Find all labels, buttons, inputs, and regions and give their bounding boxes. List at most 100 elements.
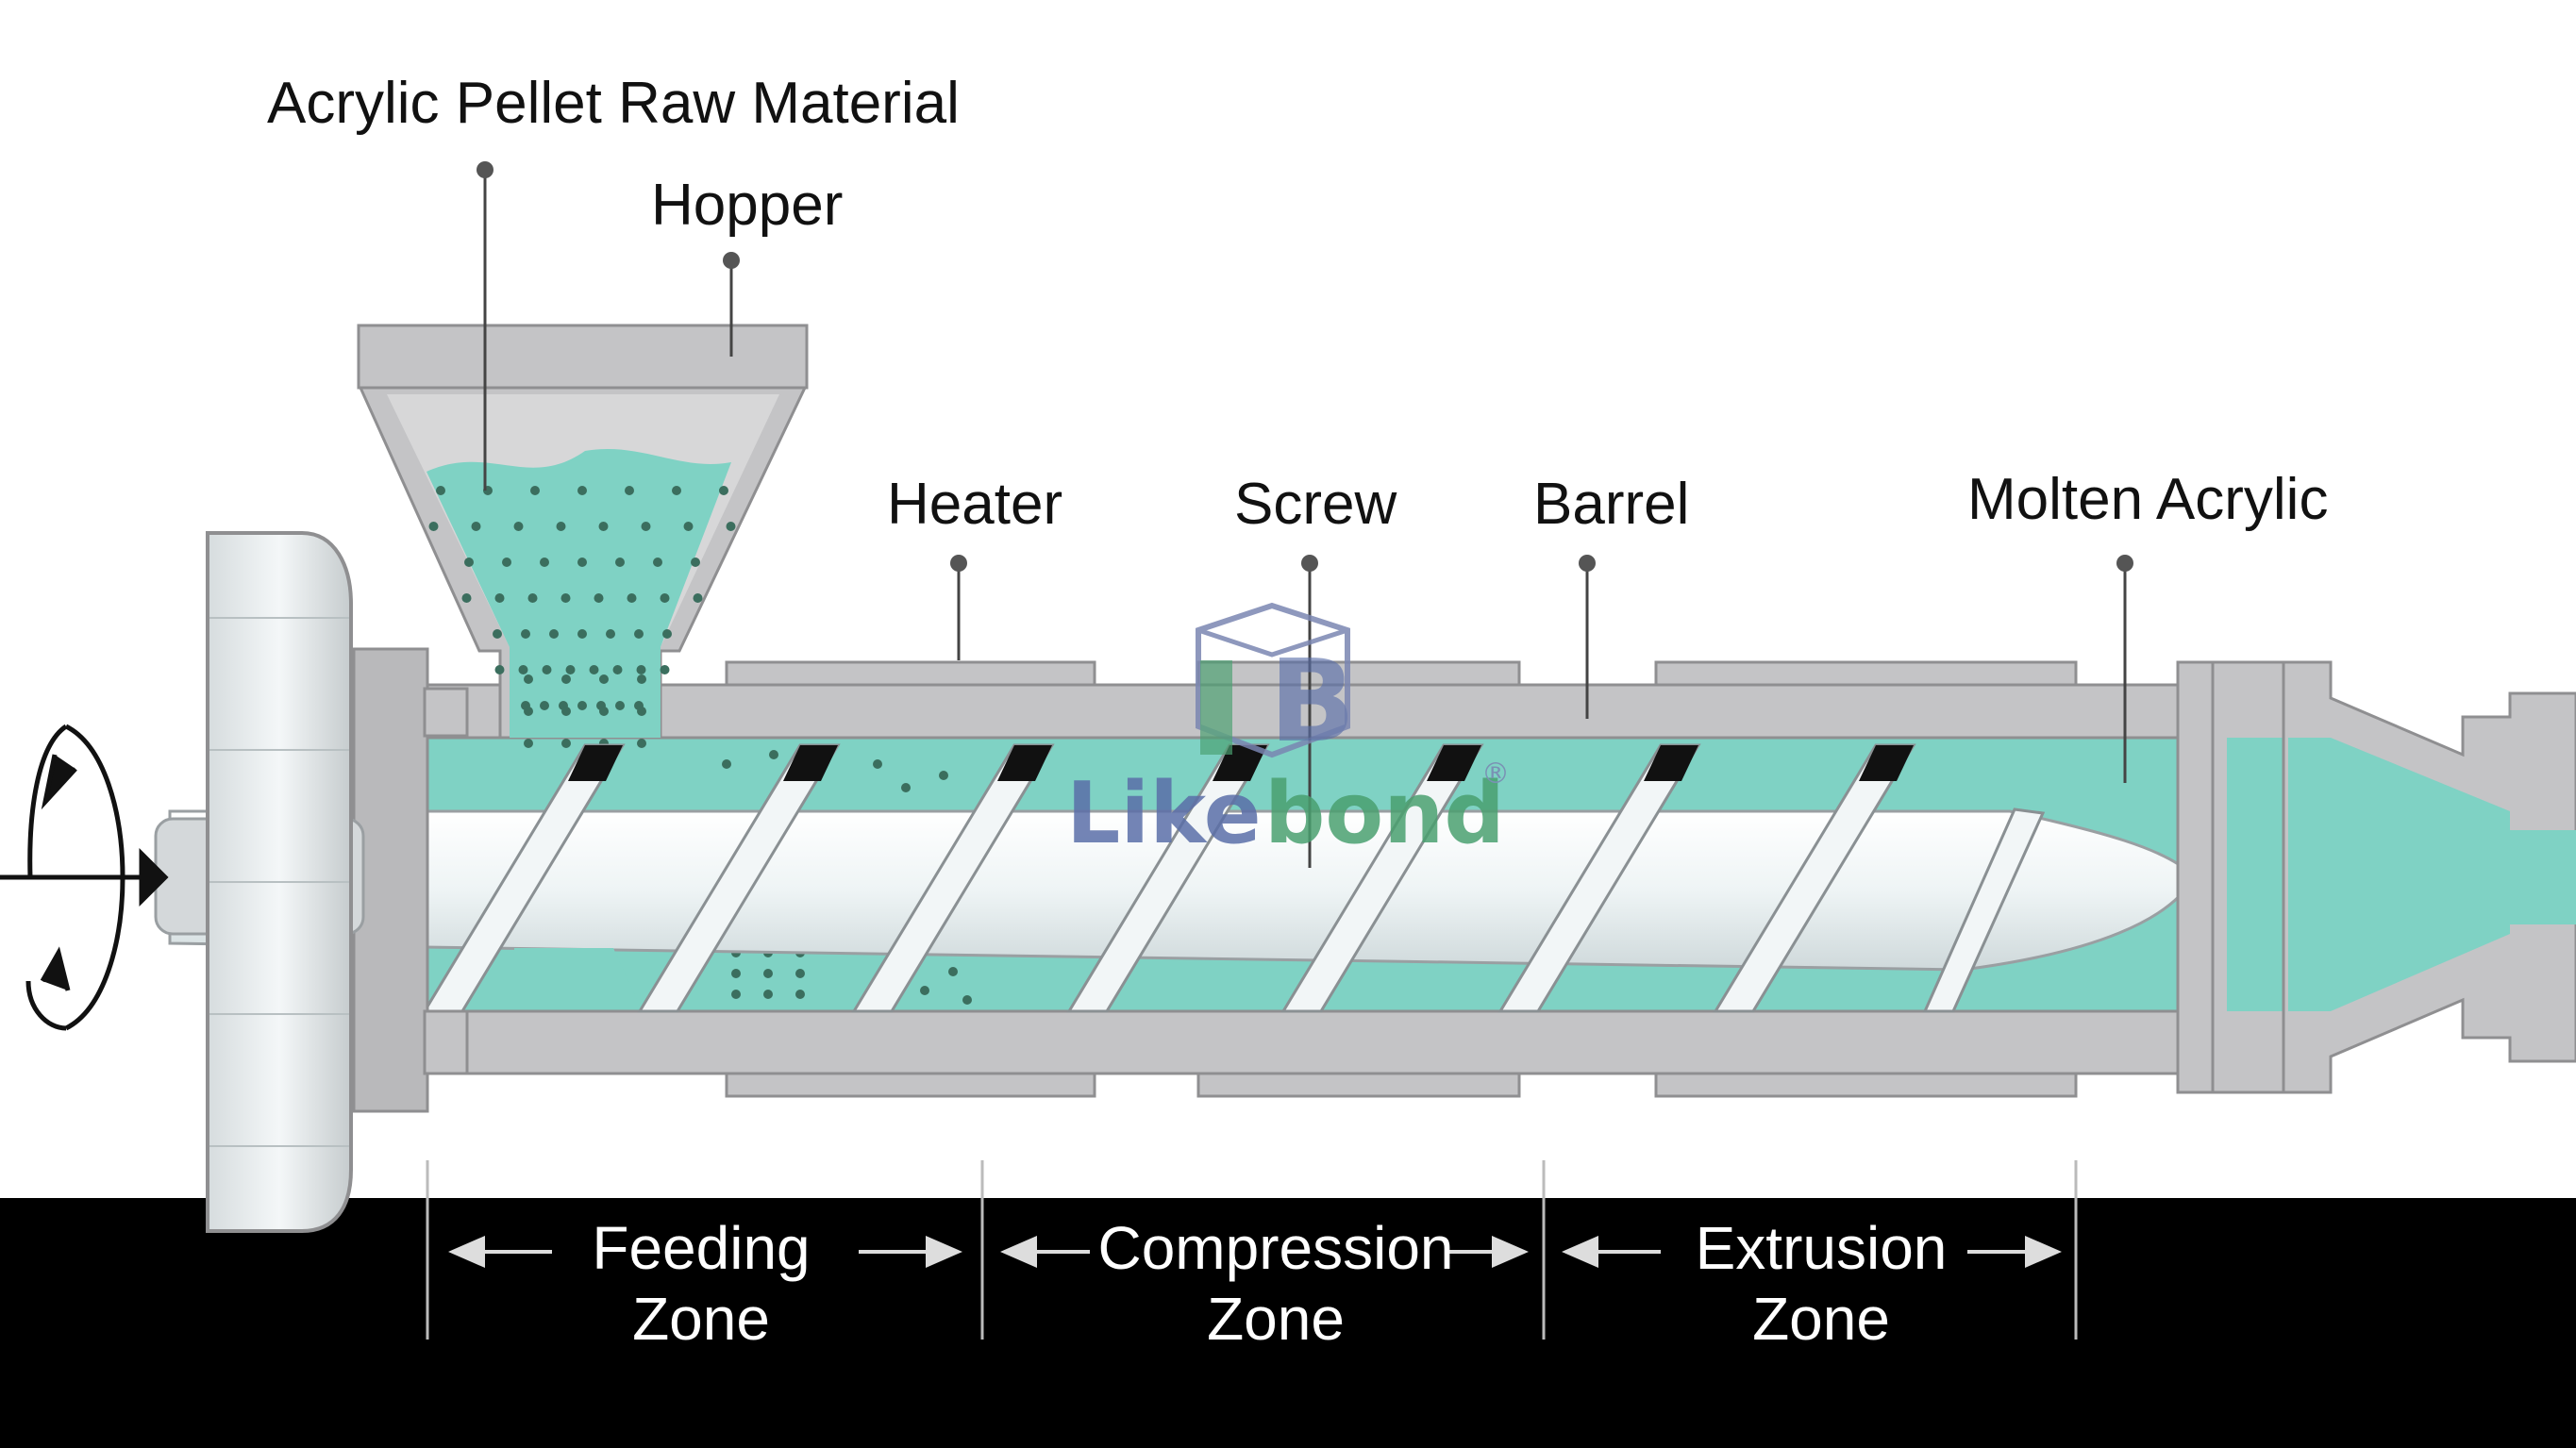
pellet-dot bbox=[428, 522, 439, 531]
pellet-dot bbox=[540, 701, 549, 710]
pellet-dot bbox=[634, 629, 644, 639]
pellet-dot bbox=[471, 522, 481, 531]
pellet-dot bbox=[795, 990, 805, 999]
zone-arrows bbox=[448, 1235, 2062, 1269]
pellet-dot bbox=[636, 665, 646, 674]
screw-flight-tip bbox=[1859, 745, 1914, 781]
likebond-watermark: B Like bond ® bbox=[1066, 602, 1510, 863]
pellet-dot bbox=[763, 969, 773, 978]
pellet-dot bbox=[637, 674, 646, 684]
zone-extrusion-line2: Zone bbox=[1752, 1285, 1890, 1353]
pellet-dot bbox=[493, 629, 502, 639]
label-heater: Heater bbox=[887, 472, 1062, 537]
svg-text:B: B bbox=[1269, 637, 1355, 768]
label-screw: Screw bbox=[1234, 472, 1397, 537]
pellet-dot bbox=[577, 701, 587, 710]
pellet-dot bbox=[726, 522, 736, 531]
pellet-dot bbox=[948, 967, 958, 976]
screw-flight-tip bbox=[568, 745, 623, 781]
zone-compression-line1: Compression bbox=[1097, 1214, 1453, 1282]
pellet-dots bbox=[428, 486, 972, 1005]
pellet-dot bbox=[653, 558, 662, 567]
pellet-dot bbox=[594, 593, 604, 603]
barrel-top-wall bbox=[649, 683, 2182, 740]
pellet-dot bbox=[962, 995, 972, 1005]
pellet-dot bbox=[625, 486, 634, 495]
pellet-dot bbox=[660, 593, 670, 603]
pellet-dot bbox=[540, 558, 549, 567]
screw-flights bbox=[422, 743, 2046, 1013]
pellet-dot bbox=[920, 986, 929, 995]
pellet-dot bbox=[589, 665, 599, 674]
drive-flange bbox=[352, 647, 469, 1113]
pellet-dot bbox=[513, 522, 524, 531]
screw-flight-tip bbox=[997, 745, 1052, 781]
pellet-dot bbox=[599, 707, 609, 716]
zone-feeding-line1: Feeding bbox=[592, 1214, 810, 1282]
label-pellet: Acrylic Pellet Raw Material bbox=[267, 71, 960, 136]
pellet-dot bbox=[873, 759, 882, 769]
pellet-dot bbox=[561, 707, 571, 716]
pellet-dot bbox=[565, 665, 576, 674]
pellet-dot bbox=[615, 701, 625, 710]
pellet-dot bbox=[599, 674, 609, 684]
pellet-dot bbox=[436, 486, 445, 495]
pellet-dot bbox=[606, 629, 615, 639]
pellet-dot bbox=[615, 558, 625, 567]
rotation-arrow-icon bbox=[0, 724, 169, 1031]
pellet-dot bbox=[641, 522, 651, 531]
pellet-dot bbox=[461, 593, 472, 603]
pellet-dot bbox=[612, 665, 623, 674]
pellet-dot bbox=[518, 665, 528, 674]
pellet-dot bbox=[494, 593, 505, 603]
pellet-dot bbox=[542, 665, 552, 674]
zone-extrusion-line1: Extrusion bbox=[1696, 1214, 1948, 1282]
pellet-dot bbox=[637, 739, 646, 748]
pellet-dot bbox=[560, 593, 571, 603]
pellet-dot bbox=[660, 665, 670, 674]
watermark-bond: bond bbox=[1264, 764, 1505, 863]
pellet-dot bbox=[494, 665, 505, 674]
pellet-dot bbox=[556, 522, 566, 531]
screw-flight-tip bbox=[1644, 745, 1698, 781]
pellet-dot bbox=[691, 558, 700, 567]
barrel-bottom-wall bbox=[423, 1009, 2182, 1075]
screw-flight bbox=[1922, 807, 2046, 1013]
pellet-dot bbox=[561, 739, 571, 748]
pellet-dot bbox=[502, 558, 511, 567]
label-barrel: Barrel bbox=[1533, 472, 1689, 537]
screw-flight-tip bbox=[783, 745, 838, 781]
pellet-dot bbox=[524, 739, 533, 748]
pellet-dot bbox=[683, 522, 694, 531]
pellet-dot bbox=[561, 674, 571, 684]
screw-root bbox=[514, 948, 642, 1009]
pellet-dot bbox=[549, 629, 559, 639]
zone-dividers bbox=[426, 1160, 2078, 1340]
zone-compression-line2: Zone bbox=[1207, 1285, 1345, 1353]
pellet-dot bbox=[530, 486, 540, 495]
pellet-dot bbox=[464, 558, 474, 567]
pellet-dot bbox=[577, 486, 587, 495]
pellet-dot bbox=[939, 771, 948, 780]
label-hopper: Hopper bbox=[651, 173, 843, 238]
pellet-dot bbox=[662, 629, 672, 639]
pellet-dot bbox=[722, 759, 731, 769]
pellet-dot bbox=[598, 522, 609, 531]
drive-wheel bbox=[206, 531, 353, 1233]
pellet-dot bbox=[637, 707, 646, 716]
pellet-dot bbox=[731, 990, 741, 999]
zone-feeding-line2: Zone bbox=[632, 1285, 770, 1353]
pellet-dot bbox=[769, 750, 778, 759]
extrusion-die bbox=[2176, 660, 2576, 1094]
pellet-dot bbox=[795, 969, 805, 978]
pellet-dot bbox=[627, 593, 637, 603]
pellet-dot bbox=[901, 783, 911, 792]
pellet-dot bbox=[719, 486, 728, 495]
label-molten: Molten Acrylic bbox=[1967, 467, 2328, 532]
pellet-dot bbox=[577, 558, 587, 567]
pellet-dot bbox=[524, 707, 533, 716]
zone-band bbox=[0, 1198, 2576, 1448]
pellet-dot bbox=[521, 629, 530, 639]
